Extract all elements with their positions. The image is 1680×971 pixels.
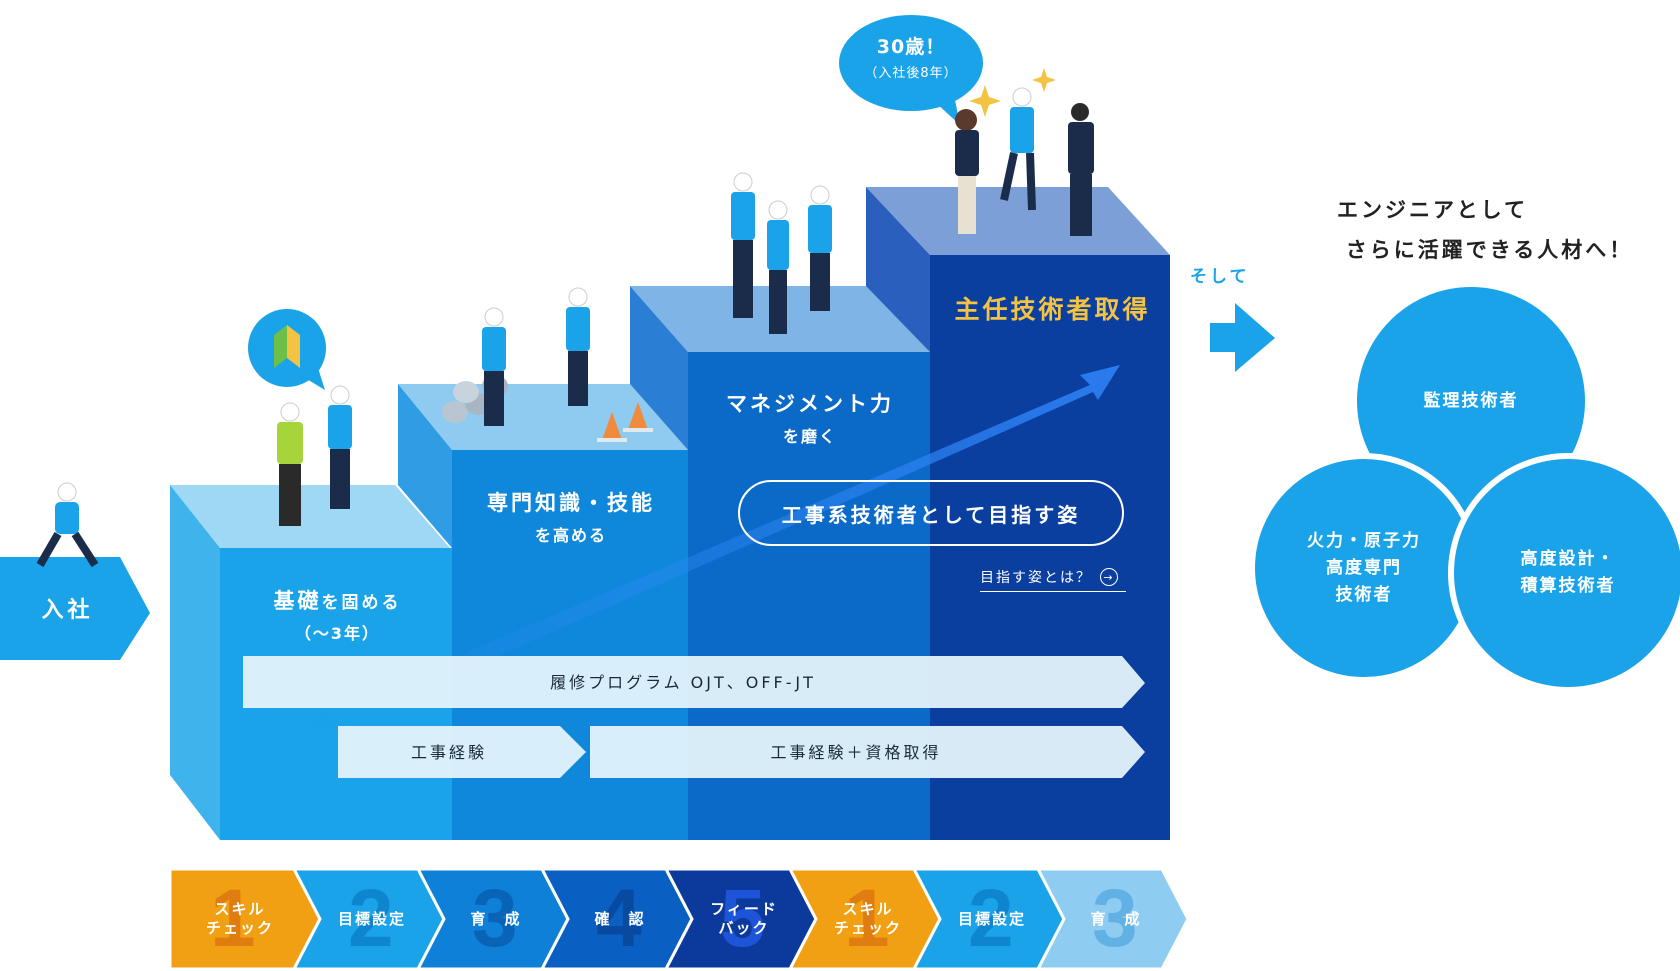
cycle-label: 確 認	[594, 909, 646, 928]
then-label: そして	[1190, 267, 1250, 287]
cycle-number: 1	[844, 873, 890, 964]
cycle-label: フィード バック	[710, 900, 778, 937]
chevron-shape	[1038, 869, 1188, 969]
cycle-label: 目標設定	[957, 909, 1026, 928]
cycle-number: 3	[472, 873, 518, 964]
career-label: 高度設計・ 積算技術者	[1520, 549, 1616, 596]
speech-bubble-line2: （入社後8年）	[864, 66, 958, 81]
arrow-right-icon: →	[1100, 568, 1118, 586]
speech-bubble-line1: 30歳！	[876, 36, 946, 58]
cycle-number: 5	[720, 873, 766, 964]
growth-arrow	[305, 365, 1120, 735]
career-label: 火力・原子力 高度専門 技術者	[1307, 530, 1421, 605]
chevron-shape	[542, 869, 692, 969]
speech-bubble	[839, 15, 983, 111]
chevron-shape	[914, 869, 1064, 969]
headline-line1: エンジニアとして	[1337, 198, 1528, 222]
cycle-number: 4	[596, 873, 642, 964]
worker-figure	[277, 385, 352, 526]
chevron-shape	[666, 869, 816, 969]
headline: エンジニアとして さらに活躍できる人材へ！	[1300, 190, 1680, 270]
entry-label: 入社	[41, 598, 94, 623]
cycle-label: 育 成	[470, 909, 522, 928]
beginner-mark-icon	[287, 325, 300, 368]
chevron-shape	[294, 869, 444, 969]
cycle-number: 2	[348, 873, 394, 964]
experience-band: 工事経験	[410, 743, 487, 762]
step3-sub: を磨く	[782, 427, 837, 446]
celebrating-figures	[955, 87, 1094, 236]
chevron-shape	[790, 869, 940, 969]
step2-title: 専門知識・技能	[487, 491, 655, 515]
cycle-number: 1	[210, 873, 256, 964]
then-arrow-icon	[1210, 303, 1275, 372]
program-band: 履修プログラム OJT、OFF-JT	[550, 673, 816, 692]
cycle-label: スキル チェック	[205, 900, 274, 937]
cycle-label: スキル チェック	[833, 900, 902, 937]
sparkle-icon	[1032, 68, 1056, 92]
headline-line2: さらに活躍できる人材へ！	[1345, 238, 1634, 262]
cycle-number: 2	[968, 873, 1014, 964]
step1-title-main: 基礎	[273, 589, 322, 613]
goal-link[interactable]: 目指す姿とは？ →	[980, 563, 1126, 592]
traffic-cone-icon	[597, 402, 653, 442]
goal-pill-button[interactable]: 工事系技術者として目指す姿	[738, 480, 1124, 546]
worker-figure	[482, 287, 590, 426]
step1-title: 基礎を固める	[225, 585, 450, 615]
worker-figure	[731, 172, 832, 334]
goal-link-label: 目指す姿とは？	[980, 570, 1092, 586]
sparkle-icon	[969, 85, 1001, 117]
step1-title-rest: を固める	[321, 593, 402, 613]
career-circle-advanced-design: 高度設計・ 積算技術者	[1448, 453, 1680, 693]
step2-sub: を高める	[534, 526, 607, 545]
cycle-label: 育 成	[1090, 909, 1142, 928]
career-label: 監理技術者	[1423, 390, 1519, 411]
step3-title: マネジメント力	[726, 392, 894, 416]
runner-figure	[36, 482, 99, 568]
step1-sub: （〜3年）	[294, 624, 381, 643]
chevron-shape	[418, 869, 568, 969]
cycle-number: 3	[1092, 873, 1138, 964]
cycle-label: 目標設定	[337, 909, 406, 928]
step4-title: 主任技術者取得	[954, 295, 1151, 324]
experience-plus-band: 工事経験＋資格取得	[770, 743, 942, 762]
career-circle-thermal-nuclear: 火力・原子力 高度専門 技術者	[1249, 453, 1479, 683]
